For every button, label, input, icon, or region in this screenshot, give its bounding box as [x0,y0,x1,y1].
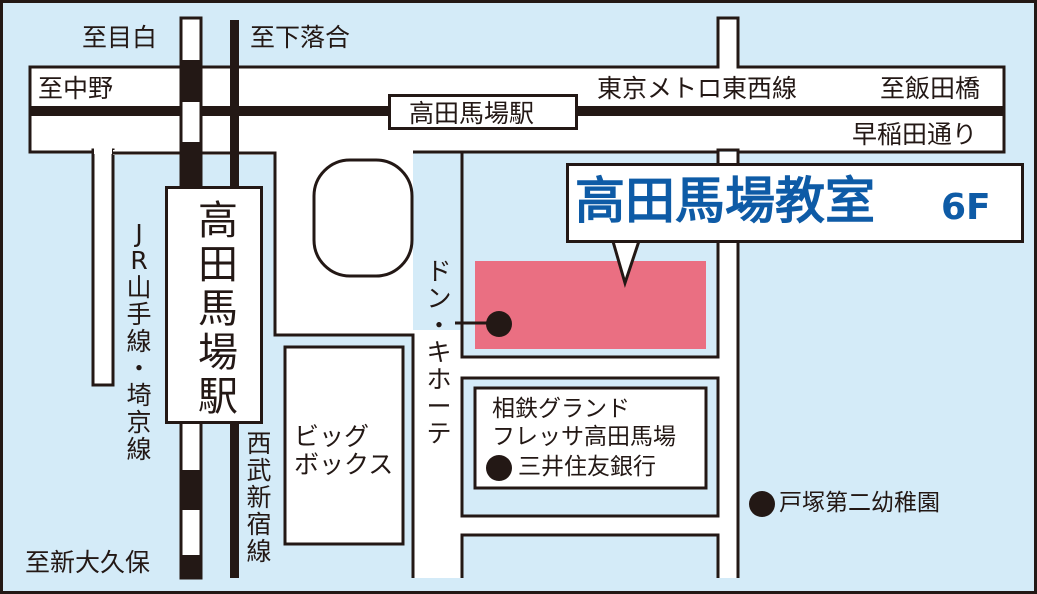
left-road [91,148,115,387]
label-tozai-line: 東京メトロ東西線 [597,74,798,103]
classroom-callout: 高田馬場教室 6F [566,163,1024,243]
label-to-shin-okubo: 至新大久保 [25,548,151,577]
label-to-mejiro: 至目白 [82,23,158,52]
tozai-station-box: 高田馬場駅 [388,94,578,130]
bank-marker-icon [486,455,512,481]
tozai-station-label: 高田馬場駅 [409,99,535,128]
callout-floor: 6F [941,187,991,228]
label-sotetsu-2: フレッサ高田馬場 [492,424,676,450]
target-building [475,261,706,349]
label-don-quijote: ド ン ・ キ ホ ー テ [426,257,452,448]
label-to-iidabashi: 至飯田橋 [880,74,981,103]
big-box-building [283,345,405,546]
label-sotetsu-1: 相鉄グランド [492,396,630,422]
callout-pointer [610,237,642,289]
jr-station-label: 高 田 馬 場 駅 [198,198,238,420]
roundabout [312,158,414,278]
label-big-box: ビッグ ボックス [294,422,394,479]
label-waseda-dori: 早稲田通り [852,120,978,149]
label-seibu-line: 西 武 新 宿 線 [246,429,272,566]
label-kindergarten: 戸塚第二幼稚園 [779,490,940,516]
jr-station-box: 高 田 馬 場 駅 [165,186,263,424]
callout-title: 高田馬場教室 [575,172,875,230]
kindergarten-marker-icon [749,491,775,517]
label-to-shimo-ochiai: 至下落合 [250,23,351,52]
don-quijote-marker-icon [486,311,512,337]
label-jr-line: J R 山 手 線 ・ 埼 京 線 [126,219,152,464]
sotetsu-building [473,386,708,490]
label-bank: 三井住友銀行 [518,454,656,480]
label-to-nakano: 至中野 [38,74,114,103]
